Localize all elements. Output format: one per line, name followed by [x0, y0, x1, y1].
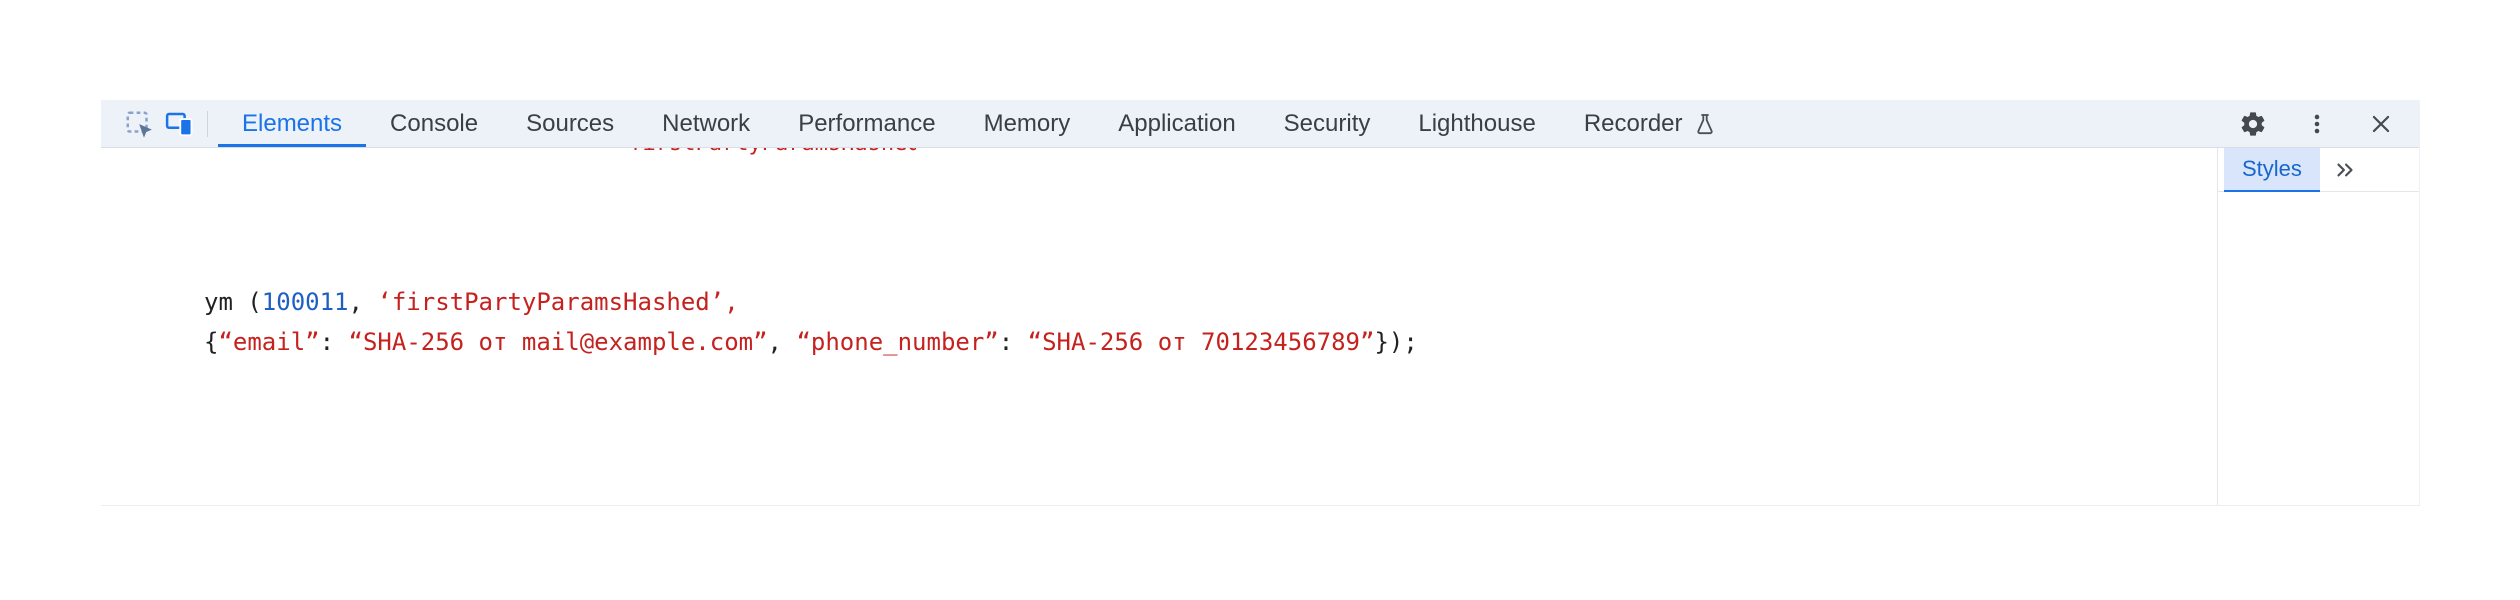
flask-icon	[1693, 112, 1717, 136]
code-token-string: “SHA-256 от 70123456789”	[1027, 328, 1375, 356]
devtools-toolbar: Elements Console Sources Network Perform…	[101, 100, 2419, 148]
tab-sources-label: Sources	[526, 109, 615, 137]
devtools-tabs: Elements Console Sources Network Perform…	[218, 100, 1741, 147]
code-token-string: ‘firstPartyParamsHashed’,	[377, 288, 739, 316]
styles-sidebar: Styles	[2217, 147, 2419, 505]
toolbar-right-icons	[2233, 104, 2401, 144]
gear-icon	[2239, 110, 2267, 138]
tab-network-label: Network	[662, 109, 751, 137]
code-token: {	[204, 328, 219, 356]
close-icon	[2368, 111, 2394, 137]
inspect-icon	[124, 109, 154, 139]
sidebar-tab-bar: Styles	[2218, 147, 2419, 192]
toolbar-divider	[207, 110, 208, 137]
code-token-number: 100011	[261, 288, 349, 316]
tab-styles-label: Styles	[2242, 155, 2302, 181]
elements-panel-content: ‘firstPartyParamsHashed’ ym (100011, ‘fi…	[101, 148, 2217, 505]
code-token-string: “email”	[218, 328, 320, 356]
tab-recorder[interactable]: Recorder	[1560, 100, 1741, 147]
tab-performance-label: Performance	[798, 109, 936, 137]
tab-security[interactable]: Security	[1260, 100, 1395, 147]
more-options-button[interactable]	[2297, 104, 2337, 144]
inspect-element-button[interactable]	[119, 104, 159, 144]
tab-console[interactable]: Console	[366, 100, 502, 147]
tab-styles[interactable]: Styles	[2224, 147, 2320, 192]
tab-elements-label: Elements	[242, 109, 343, 137]
kebab-menu-icon	[2304, 111, 2330, 137]
device-toolbar-button[interactable]	[159, 104, 199, 144]
clipped-text-fragment: ‘firstPartyParamsHashed’	[616, 148, 916, 160]
tab-memory[interactable]: Memory	[960, 100, 1095, 147]
tab-application[interactable]: Application	[1094, 100, 1259, 147]
tab-lighthouse[interactable]: Lighthouse	[1394, 100, 1559, 147]
close-devtools-button[interactable]	[2361, 104, 2401, 144]
code-token: ,	[348, 288, 378, 316]
tab-security-label: Security	[1283, 109, 1371, 137]
code-line-1: ym (100011, ‘firstPartyParamsHashed’,	[204, 282, 1418, 322]
tab-sources[interactable]: Sources	[502, 100, 638, 147]
sidebar-overflow-button[interactable]	[2332, 157, 2358, 183]
device-toolbar-icon	[164, 109, 194, 139]
code-line-2: {“email”: “SHA-256 от mail@example.com”,…	[204, 322, 1418, 362]
tab-performance[interactable]: Performance	[774, 100, 959, 147]
tab-elements[interactable]: Elements	[218, 100, 367, 147]
tab-network[interactable]: Network	[638, 100, 774, 147]
settings-button[interactable]	[2233, 104, 2273, 144]
code-token: ,	[767, 328, 797, 356]
code-snippet: ym (100011, ‘firstPartyParamsHashed’, {“…	[204, 282, 1418, 362]
code-token: });	[1374, 328, 1418, 356]
tab-application-label: Application	[1118, 109, 1236, 137]
code-token: ym (	[204, 288, 262, 316]
tab-recorder-label: Recorder	[1583, 109, 1683, 137]
code-token-string: “SHA-256 от mail@example.com”	[348, 328, 768, 356]
tab-lighthouse-label: Lighthouse	[1418, 109, 1536, 137]
tab-memory-label: Memory	[983, 109, 1071, 137]
chevron-double-right-icon	[2332, 157, 2358, 183]
code-token-string: “phone_number”	[796, 328, 999, 356]
code-token: :	[319, 328, 349, 356]
tab-console-label: Console	[390, 109, 479, 137]
code-token: :	[998, 328, 1028, 356]
devtools-panel: Elements Console Sources Network Perform…	[101, 100, 2420, 506]
